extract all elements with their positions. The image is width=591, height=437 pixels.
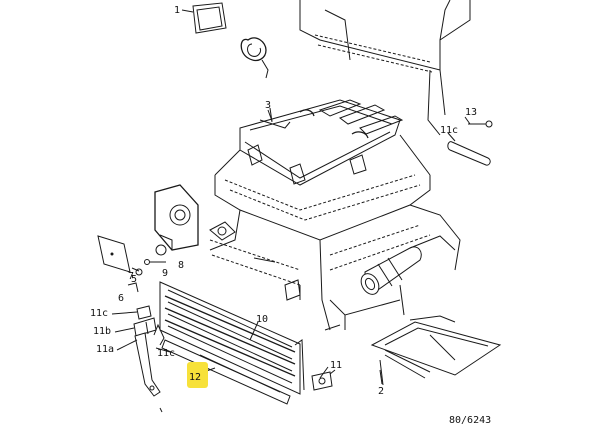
label-5: 5 <box>131 274 137 285</box>
label-12-highlight <box>187 362 208 388</box>
label-12: 12 <box>189 372 201 383</box>
body-mount-details <box>209 221 341 331</box>
part-5-plate <box>97 235 131 273</box>
drawing-reference-number: 80/6243 <box>449 415 491 426</box>
label-3: 3 <box>265 100 271 111</box>
part-12-seal-strip <box>161 339 291 405</box>
label-1: 1 <box>174 5 180 16</box>
seat-belt-clip <box>240 37 269 79</box>
part-16-pin <box>464 116 493 128</box>
rear-body-outline <box>299 0 471 136</box>
leader-lines <box>111 109 383 385</box>
label-2: 2 <box>378 386 384 397</box>
label-8: 8 <box>178 260 184 271</box>
part-6-bracket <box>127 282 139 293</box>
label-6: 6 <box>118 293 124 304</box>
part-11c-clip <box>136 305 152 320</box>
rear-lamp-assembly <box>154 184 199 251</box>
label-11c-mid: 11c <box>157 348 175 359</box>
part-9-bolt <box>144 259 166 265</box>
label-11b: 11b <box>93 326 111 337</box>
part-2-cover-mat <box>370 315 502 386</box>
part-10-tailgate <box>159 281 305 395</box>
label-11a: 11a <box>96 344 114 355</box>
label-11c-left: 11c <box>90 308 108 319</box>
part-11-check-strap <box>153 323 171 353</box>
label-9: 9 <box>162 268 168 279</box>
part-1-panel <box>181 2 227 34</box>
label-11c-right: 11c <box>440 125 458 136</box>
spare-cylinder <box>360 235 456 316</box>
label-13: 13 <box>465 107 477 118</box>
label-11: 11 <box>330 360 342 371</box>
part-3-load-floor <box>239 99 404 186</box>
vehicle-body-outline <box>209 134 461 331</box>
part-13-latch <box>311 369 336 391</box>
part-8-washer <box>155 244 167 256</box>
part-11a-support-arm <box>134 332 163 413</box>
part-labels: 1 2 3 5 6 7 8 9 10 11 11a 11b 11c 11c 11… <box>90 5 491 426</box>
part-11c-right-bar <box>447 132 491 166</box>
label-10: 10 <box>256 314 268 325</box>
label-7: 7 <box>128 271 134 282</box>
